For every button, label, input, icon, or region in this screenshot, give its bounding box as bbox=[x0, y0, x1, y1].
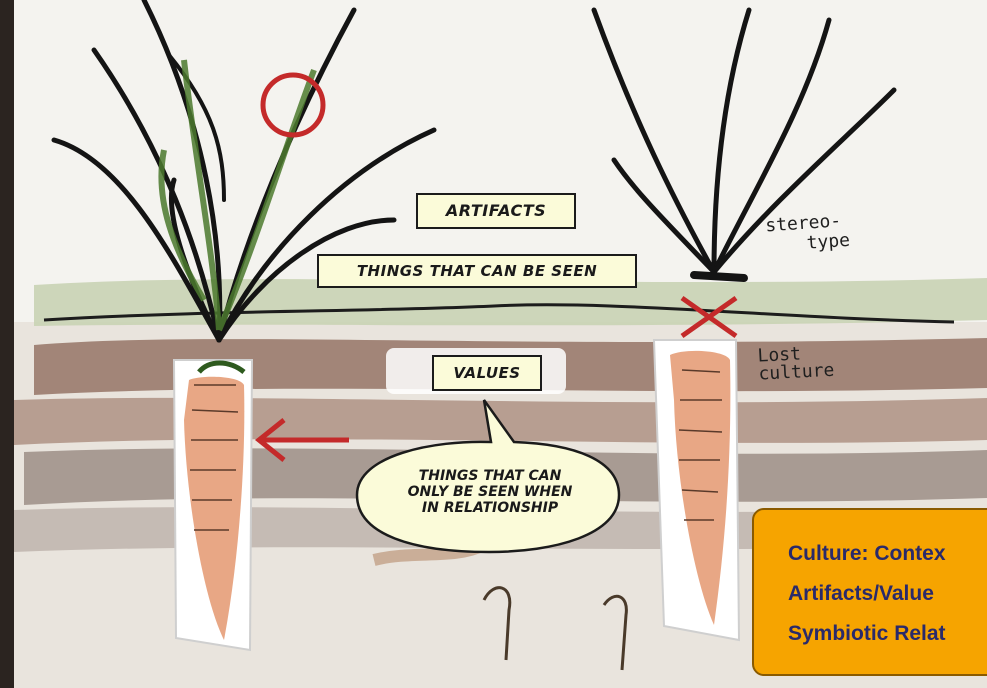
speech-bubble-text: THINGS THAT CAN ONLY BE SEEN WHEN IN REL… bbox=[374, 468, 606, 516]
summary-box: Culture: Contex Artifacts/Value Symbioti… bbox=[752, 508, 987, 676]
things-seen-caption: THINGS THAT CAN BE SEEN bbox=[317, 254, 637, 288]
lost-culture-note: Lost culture bbox=[757, 340, 899, 383]
bubble-line-2: ONLY BE SEEN WHEN bbox=[374, 484, 606, 500]
summary-line-1: Culture: Contex bbox=[788, 534, 987, 574]
illustration-canvas: ARTIFACTS THINGS THAT CAN BE SEEN VALUES… bbox=[14, 0, 987, 688]
summary-line-2: Artifacts/Value bbox=[788, 574, 987, 614]
values-caption: VALUES bbox=[432, 355, 542, 391]
left-carrot bbox=[174, 360, 252, 650]
artifacts-caption: ARTIFACTS bbox=[416, 193, 576, 229]
summary-line-3: Symbiotic Relat bbox=[788, 614, 987, 654]
right-carrot bbox=[654, 340, 739, 640]
bubble-line-1: THINGS THAT CAN bbox=[374, 468, 606, 484]
bubble-line-3: IN RELATIONSHIP bbox=[374, 500, 606, 516]
